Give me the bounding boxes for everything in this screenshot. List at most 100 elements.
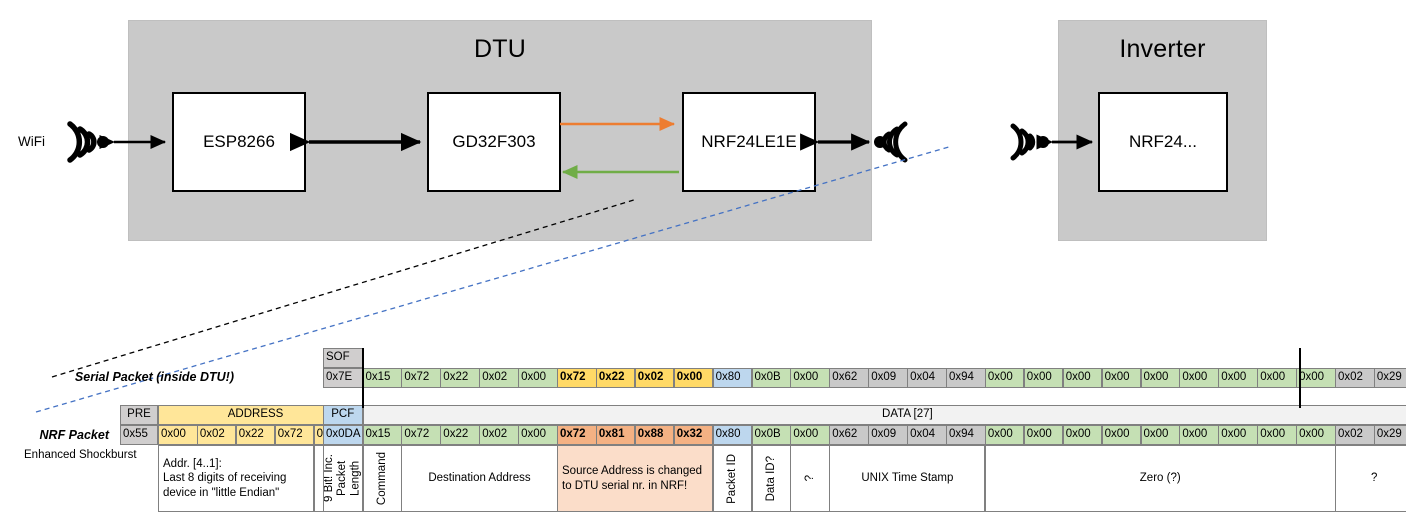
nrf-byte-13: 0x09 — [868, 425, 908, 445]
serial-byte-26: 0x29 — [1373, 368, 1406, 388]
nrf-byte-16: 0x00 — [984, 425, 1025, 445]
nrf-byte-7: 0x88 — [634, 425, 675, 445]
serial-byte-21: 0x00 — [1179, 368, 1219, 388]
chip-nrf24-label: NRF24... — [1128, 132, 1198, 151]
dtu-title: DTU — [474, 35, 526, 63]
desc-data-id: Data ID? — [751, 445, 791, 512]
eof-guide-line — [1299, 348, 1301, 408]
nrf-byte-5: 0x72 — [557, 425, 597, 445]
sof-guide-line — [362, 348, 364, 408]
nrf-byte-14: 0x04 — [907, 425, 947, 445]
wifi-antenna-icon — [67, 121, 97, 163]
nrf-data-header: DATA [27] — [362, 405, 1406, 425]
chip-gd32f303: GD32F303 — [427, 92, 561, 192]
nrf-byte-0: 0x15 — [362, 425, 402, 445]
serial-byte-15: 0x94 — [946, 368, 986, 388]
nrf-byte-19: 0x00 — [1101, 425, 1142, 445]
chip-gd32f303-label: GD32F303 — [452, 132, 536, 151]
nrf-byte-9: 0x80 — [712, 425, 753, 445]
nrf-byte-20: 0x00 — [1140, 425, 1180, 445]
nrf-pcf-byte: 0x0DA — [323, 425, 363, 445]
serial-byte-22: 0x00 — [1218, 368, 1258, 388]
serial-byte-5: 0x72 — [557, 368, 597, 388]
serial-byte-23: 0x00 — [1257, 368, 1297, 388]
nrf-byte-23: 0x00 — [1257, 425, 1297, 445]
serial-byte-1: 0x72 — [401, 368, 441, 388]
serial-byte-16: 0x00 — [984, 368, 1025, 388]
serial-sof-byte: 0x7E — [323, 368, 363, 388]
chip-nrf24le1e-label: NRF24LE1E — [701, 132, 797, 151]
nrf-byte-11: 0x00 — [790, 425, 830, 445]
chip-esp8266: ESP8266 — [172, 92, 306, 192]
chip-nrf24-inverter: NRF24... — [1098, 92, 1228, 192]
serial-byte-19: 0x00 — [1101, 368, 1142, 388]
nrf-byte-22: 0x00 — [1218, 425, 1258, 445]
serial-packet-row-label: Serial Packet (inside DTU!) — [74, 370, 234, 384]
serial-byte-9: 0x80 — [712, 368, 753, 388]
nrf-byte-2: 0x22 — [440, 425, 480, 445]
serial-byte-10: 0x0B — [751, 368, 791, 388]
serial-byte-8: 0x00 — [673, 368, 714, 388]
nrf-pre-byte: 0x55 — [120, 425, 158, 445]
serial-byte-25: 0x02 — [1335, 368, 1375, 388]
serial-byte-18: 0x00 — [1062, 368, 1103, 388]
serial-byte-11: 0x00 — [790, 368, 830, 388]
dtu-antenna-dot — [874, 136, 886, 148]
desc-destination-address: Destination Address — [401, 445, 558, 512]
inverter-antenna-dot — [1037, 136, 1049, 148]
nrf-packet-row-label: NRF Packet — [39, 428, 109, 442]
serial-byte-24: 0x00 — [1296, 368, 1336, 388]
serial-byte-20: 0x00 — [1140, 368, 1180, 388]
nrf-address-byte-1: 0x02 — [196, 425, 237, 445]
serial-byte-6: 0x22 — [595, 368, 636, 388]
nrf-pre-header: PRE — [120, 405, 158, 425]
desc-unknown: ? — [790, 445, 830, 512]
nrf-address-byte-0: 0x00 — [158, 425, 198, 445]
nrf-byte-26: 0x29 — [1373, 425, 1406, 445]
dtu-antenna-icon — [881, 121, 908, 163]
serial-byte-13: 0x09 — [868, 368, 908, 388]
nrf-byte-17: 0x00 — [1023, 425, 1064, 445]
serial-byte-7: 0x02 — [634, 368, 675, 388]
serial-byte-17: 0x00 — [1023, 368, 1064, 388]
desc-question: ? — [1335, 445, 1406, 512]
serial-byte-4: 0x00 — [518, 368, 558, 388]
nrf-byte-24: 0x00 — [1296, 425, 1336, 445]
nrf-pcf-header: PCF — [323, 405, 363, 425]
nrf-byte-15: 0x94 — [946, 425, 986, 445]
nrf-byte-25: 0x02 — [1335, 425, 1375, 445]
inverter-antenna-icon — [1010, 123, 1036, 161]
chip-nrf24le1e: NRF24LE1E — [682, 92, 816, 192]
desc-source-address: Source Address is changed to DTU serial … — [557, 445, 714, 512]
chip-esp8266-label: ESP8266 — [203, 132, 275, 151]
serial-byte-14: 0x04 — [907, 368, 947, 388]
nrf-address-byte-3: 0x72 — [274, 425, 315, 445]
nrf-address-byte-2: 0x22 — [235, 425, 276, 445]
serial-byte-3: 0x02 — [479, 368, 519, 388]
serial-byte-2: 0x22 — [440, 368, 480, 388]
desc-packet-length: 9 Bit! Inc. Packet Length — [323, 445, 363, 512]
nrf-byte-21: 0x00 — [1179, 425, 1219, 445]
nrf-byte-8: 0x32 — [673, 425, 714, 445]
desc-unix-time: UNIX Time Stamp — [829, 445, 986, 512]
desc-address: Addr. [4..1]:Last 8 digits of receiving … — [158, 445, 315, 512]
wifi-antenna-dot — [97, 136, 109, 148]
system-block-diagram: DTU Inverter ESP8266 GD32F303 NRF24LE1E … — [18, 20, 1267, 241]
nrf-byte-10: 0x0B — [751, 425, 791, 445]
serial-sof-header: SOF — [323, 348, 363, 368]
nrf-byte-12: 0x62 — [829, 425, 869, 445]
inverter-title: Inverter — [1119, 35, 1206, 63]
desc-zero: Zero (?) — [984, 445, 1336, 512]
nrf-byte-1: 0x72 — [401, 425, 441, 445]
serial-byte-12: 0x62 — [829, 368, 869, 388]
nrf-byte-18: 0x00 — [1062, 425, 1103, 445]
enhanced-shockburst-label: Enhanced Shockburst — [24, 449, 137, 461]
desc-packet-id: Packet ID — [712, 445, 753, 512]
desc-command: Command — [362, 445, 402, 512]
nrf-byte-3: 0x02 — [479, 425, 519, 445]
serial-byte-0: 0x15 — [362, 368, 402, 388]
wifi-label: WiFi — [18, 134, 45, 149]
nrf-byte-6: 0x81 — [595, 425, 636, 445]
nrf-address-header: ADDRESS — [158, 405, 354, 425]
nrf-byte-4: 0x00 — [518, 425, 558, 445]
